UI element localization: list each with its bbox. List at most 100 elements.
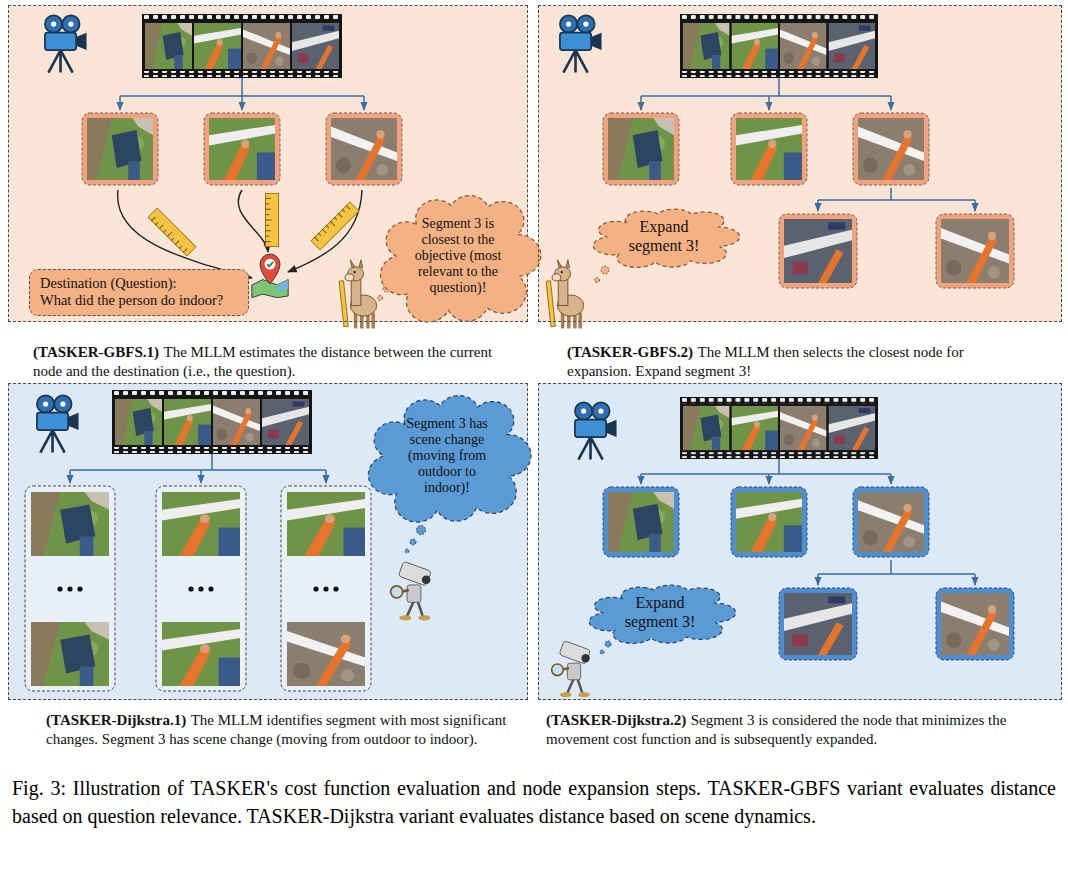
tree-line	[70, 454, 326, 483]
tree-line	[641, 78, 891, 96]
robot-camera-figure	[552, 641, 591, 698]
cloud-text-area: Expand segment 3!	[617, 218, 710, 255]
tree-line	[363, 96, 365, 110]
segment-sequence	[31, 492, 109, 556]
thought-bubble	[601, 266, 609, 274]
segment-thumbnail	[779, 214, 857, 288]
segment-thumbnail	[941, 219, 1009, 283]
llama-figure	[339, 260, 377, 329]
segment-thumbnail	[731, 113, 807, 185]
segment-sequence	[156, 486, 246, 691]
tree-line	[817, 574, 819, 585]
cloud-outline	[593, 209, 739, 267]
panel-region: (TASKER-GBFS.1)The MLLM estimates the di…	[8, 5, 528, 322]
tree-line	[890, 474, 892, 484]
thought-cloud: Expand segment 3!	[601, 208, 727, 266]
tree-line	[768, 474, 770, 484]
thought-cloud: Segment 3 is closest to the objective (m…	[389, 193, 527, 319]
panel-ground	[8, 5, 1062, 700]
step-label: (TASKER-Dijkstra.2)	[546, 712, 686, 728]
segment-thumbnail	[331, 118, 397, 180]
tree-line	[890, 96, 892, 110]
tree-line	[241, 96, 243, 110]
segment-thumbnail	[731, 487, 807, 557]
segment-thumbnail	[853, 487, 929, 557]
panel-region: (TASKER-GBFS.2)The MLLM then selects the…	[538, 5, 1062, 322]
film-strip	[142, 14, 342, 78]
distance-curve	[238, 190, 268, 252]
thought-text: Expand segment 3!	[613, 594, 706, 631]
distance-curve	[118, 190, 362, 278]
thought-bubble	[405, 526, 426, 554]
segment-sequence	[313, 586, 318, 591]
segment-thumbnail	[936, 214, 1014, 288]
step-label: (TASKER-GBFS.2)	[567, 344, 693, 360]
tree-line	[974, 574, 976, 585]
segment-thumbnail	[204, 113, 280, 185]
gbfs-step1-art	[148, 208, 196, 256]
thought-bubble	[405, 549, 409, 553]
panel-ground	[8, 383, 528, 700]
panel-ground	[538, 5, 1062, 322]
dijkstra-step1-art	[25, 390, 431, 691]
segment-sequence	[31, 622, 109, 686]
film-strip	[112, 390, 312, 454]
segment-thumbnail	[326, 113, 402, 185]
segment-sequence	[287, 492, 365, 556]
segment-thumbnail	[936, 588, 1014, 660]
cloud-outline	[381, 196, 541, 322]
segment-sequence	[323, 586, 328, 591]
segment-thumbnail	[326, 113, 402, 185]
thought-text: Expand segment 3!	[617, 218, 710, 255]
gbfs-step2-art	[546, 14, 1014, 328]
video-camera-icon	[560, 15, 602, 72]
thought-bubble	[595, 278, 600, 283]
distance-curve	[118, 190, 252, 278]
gbfs-step1-art	[311, 202, 359, 250]
segment-thumbnail	[82, 113, 158, 185]
segment-thumbnail	[936, 214, 1014, 288]
segment-sequence	[281, 486, 371, 691]
segment-thumbnail	[941, 593, 1009, 655]
segment-thumbnail	[736, 492, 802, 552]
panel-region: (TASKER-Dijkstra.1)The MLLM identifies s…	[8, 383, 528, 700]
film-strip	[680, 14, 878, 78]
cloud-text-area: Expand segment 3!	[613, 594, 706, 631]
tree-line	[768, 96, 770, 110]
segment-thumbnail	[779, 588, 857, 660]
video-camera-icon	[45, 15, 87, 72]
panel-region: (TASKER-Dijkstra.2)Segment 3 is consider…	[538, 383, 1062, 700]
segment-thumbnail	[608, 492, 674, 552]
question-box: Destination (Question):What did the pers…	[29, 269, 249, 316]
panel-caption: (TASKER-GBFS.2)The MLLM then selects the…	[567, 343, 1027, 381]
ruler-icon	[311, 202, 359, 250]
panel-ground	[538, 383, 1062, 700]
segment-thumbnail	[853, 113, 929, 185]
tree-line	[69, 470, 71, 483]
segment-thumbnail	[853, 113, 929, 185]
segment-thumbnail	[858, 118, 924, 180]
video-camera-icon	[37, 395, 79, 452]
thought-bubble	[600, 641, 611, 654]
ruler-icon	[265, 193, 279, 246]
tree-line	[818, 188, 975, 200]
ruler-icon	[148, 208, 196, 256]
destination-pin	[252, 254, 288, 298]
segment-sequence	[25, 486, 115, 691]
panel-caption: (TASKER-Dijkstra.1)The MLLM identifies s…	[46, 711, 521, 749]
tree-line	[119, 96, 121, 110]
thought-cloud: Expand segment 3!	[597, 584, 723, 642]
segment-thumbnail	[731, 487, 807, 557]
tree-line	[120, 78, 364, 110]
segment-thumbnail	[779, 588, 857, 660]
film-strip	[680, 397, 878, 459]
step-label: (TASKER-GBFS.1)	[33, 344, 159, 360]
segment-thumbnail	[603, 487, 679, 557]
segment-sequence	[162, 622, 240, 686]
figure-caption: Fig. 3: Illustration of TASKER's cost fu…	[12, 774, 1056, 830]
segment-thumbnail	[784, 219, 852, 283]
segment-sequence	[162, 492, 240, 556]
segment-sequence	[188, 586, 193, 591]
video-camera-icon	[575, 402, 617, 459]
segment-sequence	[208, 586, 213, 591]
